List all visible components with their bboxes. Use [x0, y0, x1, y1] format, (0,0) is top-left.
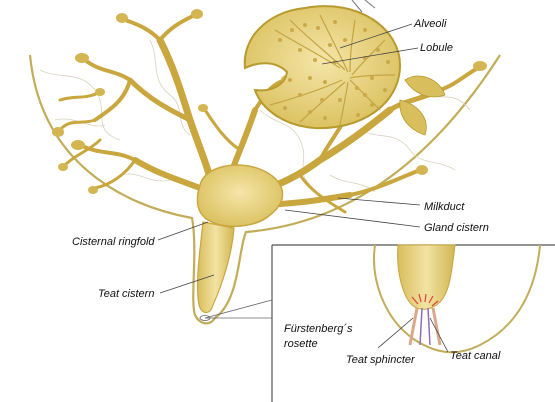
zoom-inset	[200, 245, 555, 402]
right-lobes	[400, 76, 445, 135]
label-milkduct: Milkduct	[424, 201, 465, 213]
label-teat-canal: Teat canal	[450, 350, 501, 362]
label-lobule: Lobule	[420, 42, 453, 54]
gland-cistern	[197, 165, 282, 226]
label-furstenberg-line1: Fürstenberg´s	[284, 323, 353, 335]
label-teat-sphincter: Teat sphincter	[346, 354, 416, 366]
teat-canal-graphic	[420, 308, 430, 345]
label-gland-cistern: Gland cistern	[424, 222, 489, 234]
label-furstenberg-line2: rosette	[284, 338, 318, 350]
label-cisternal-ringfold: Cisternal ringfold	[72, 236, 155, 248]
label-alveoli: Alveoli	[413, 18, 447, 30]
label-teat-cistern: Teat cistern	[98, 288, 154, 300]
